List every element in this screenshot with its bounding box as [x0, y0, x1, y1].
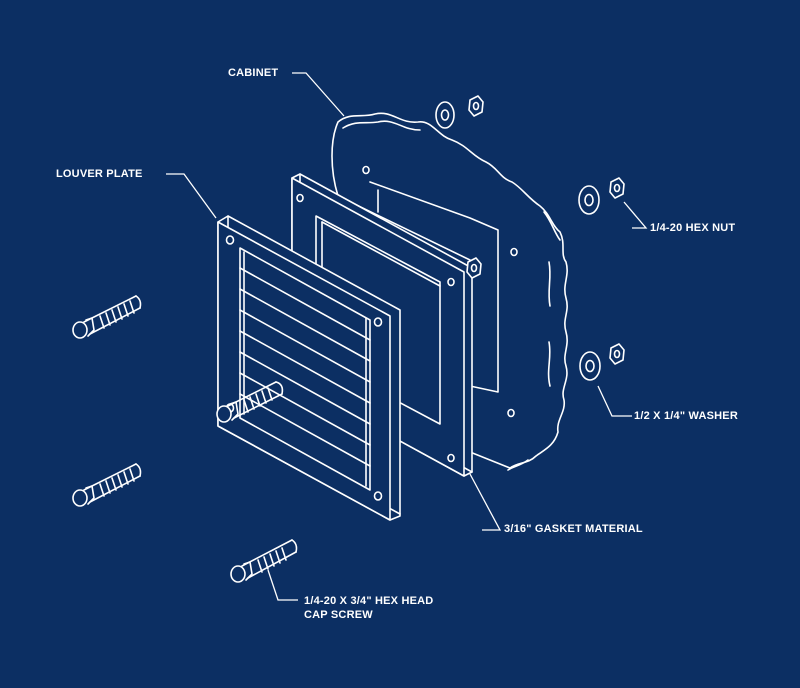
- hex-nut-icon: [609, 343, 625, 365]
- cap-screw-icon: [72, 295, 142, 339]
- washer-label: 1/2 X 1/4" WASHER: [634, 410, 738, 422]
- cap-screw-icon: [72, 463, 142, 507]
- louver-plate: [217, 215, 401, 521]
- cap-screw-label-line2: CAP SCREW: [304, 609, 373, 621]
- leader-lines: [166, 72, 648, 601]
- hex-nut-icon: [609, 177, 625, 199]
- gasket-material-label: 3/16" GASKET MATERIAL: [504, 523, 643, 535]
- washer-icon: [578, 185, 600, 215]
- hex-nut-icon: [466, 257, 482, 279]
- hex-nut-label: 1/4-20 HEX NUT: [650, 222, 736, 234]
- cap-screw-label-line1: 1/4-20 X 3/4" HEX HEAD: [304, 595, 434, 607]
- louver-plate-label: LOUVER PLATE: [56, 168, 143, 180]
- washer-icon: [435, 101, 455, 129]
- cabinet-label: CABINET: [228, 67, 279, 79]
- cap-screw-icon: [230, 539, 298, 583]
- washer-icon: [579, 351, 601, 381]
- cap-screw-icon: [216, 381, 284, 423]
- cabinet-wall: [331, 112, 568, 471]
- hex-nut-icon: [468, 95, 484, 117]
